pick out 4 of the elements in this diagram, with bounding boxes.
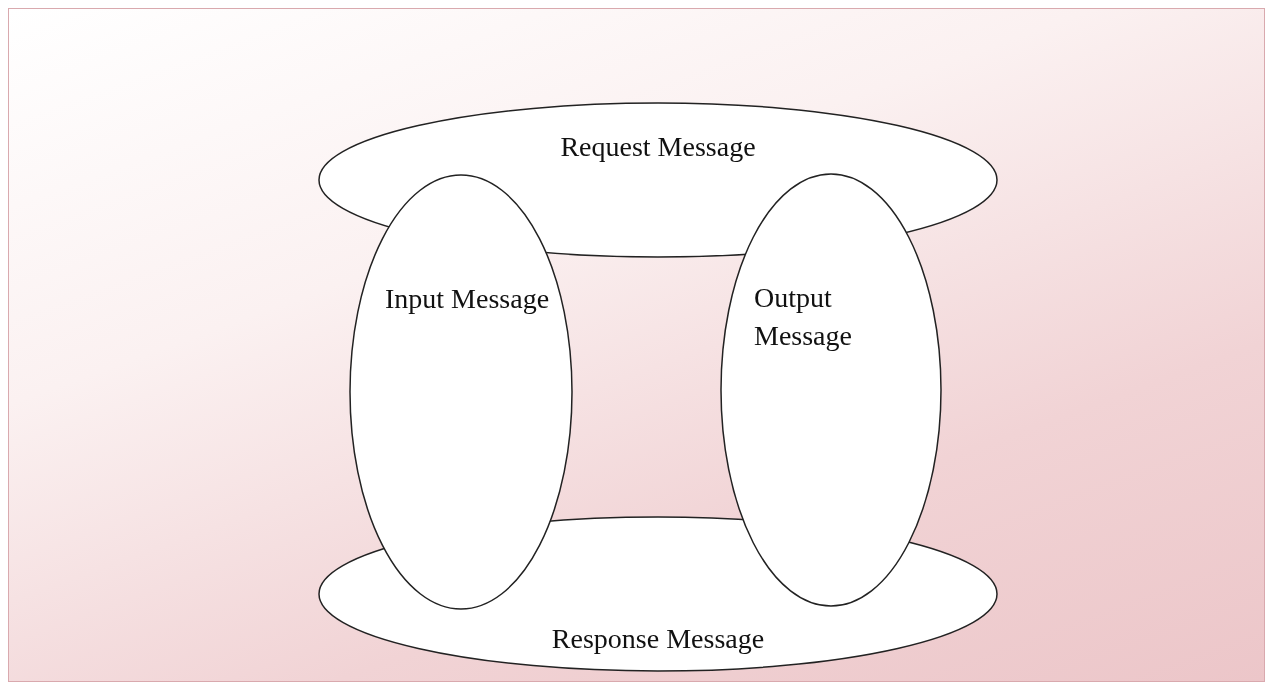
ellipse-label: Output Message: [754, 281, 853, 353]
ellipse-label: Request Message: [559, 130, 757, 164]
ellipse-label: Response Message: [550, 622, 766, 656]
ellipse-label: Input Message: [385, 282, 551, 316]
